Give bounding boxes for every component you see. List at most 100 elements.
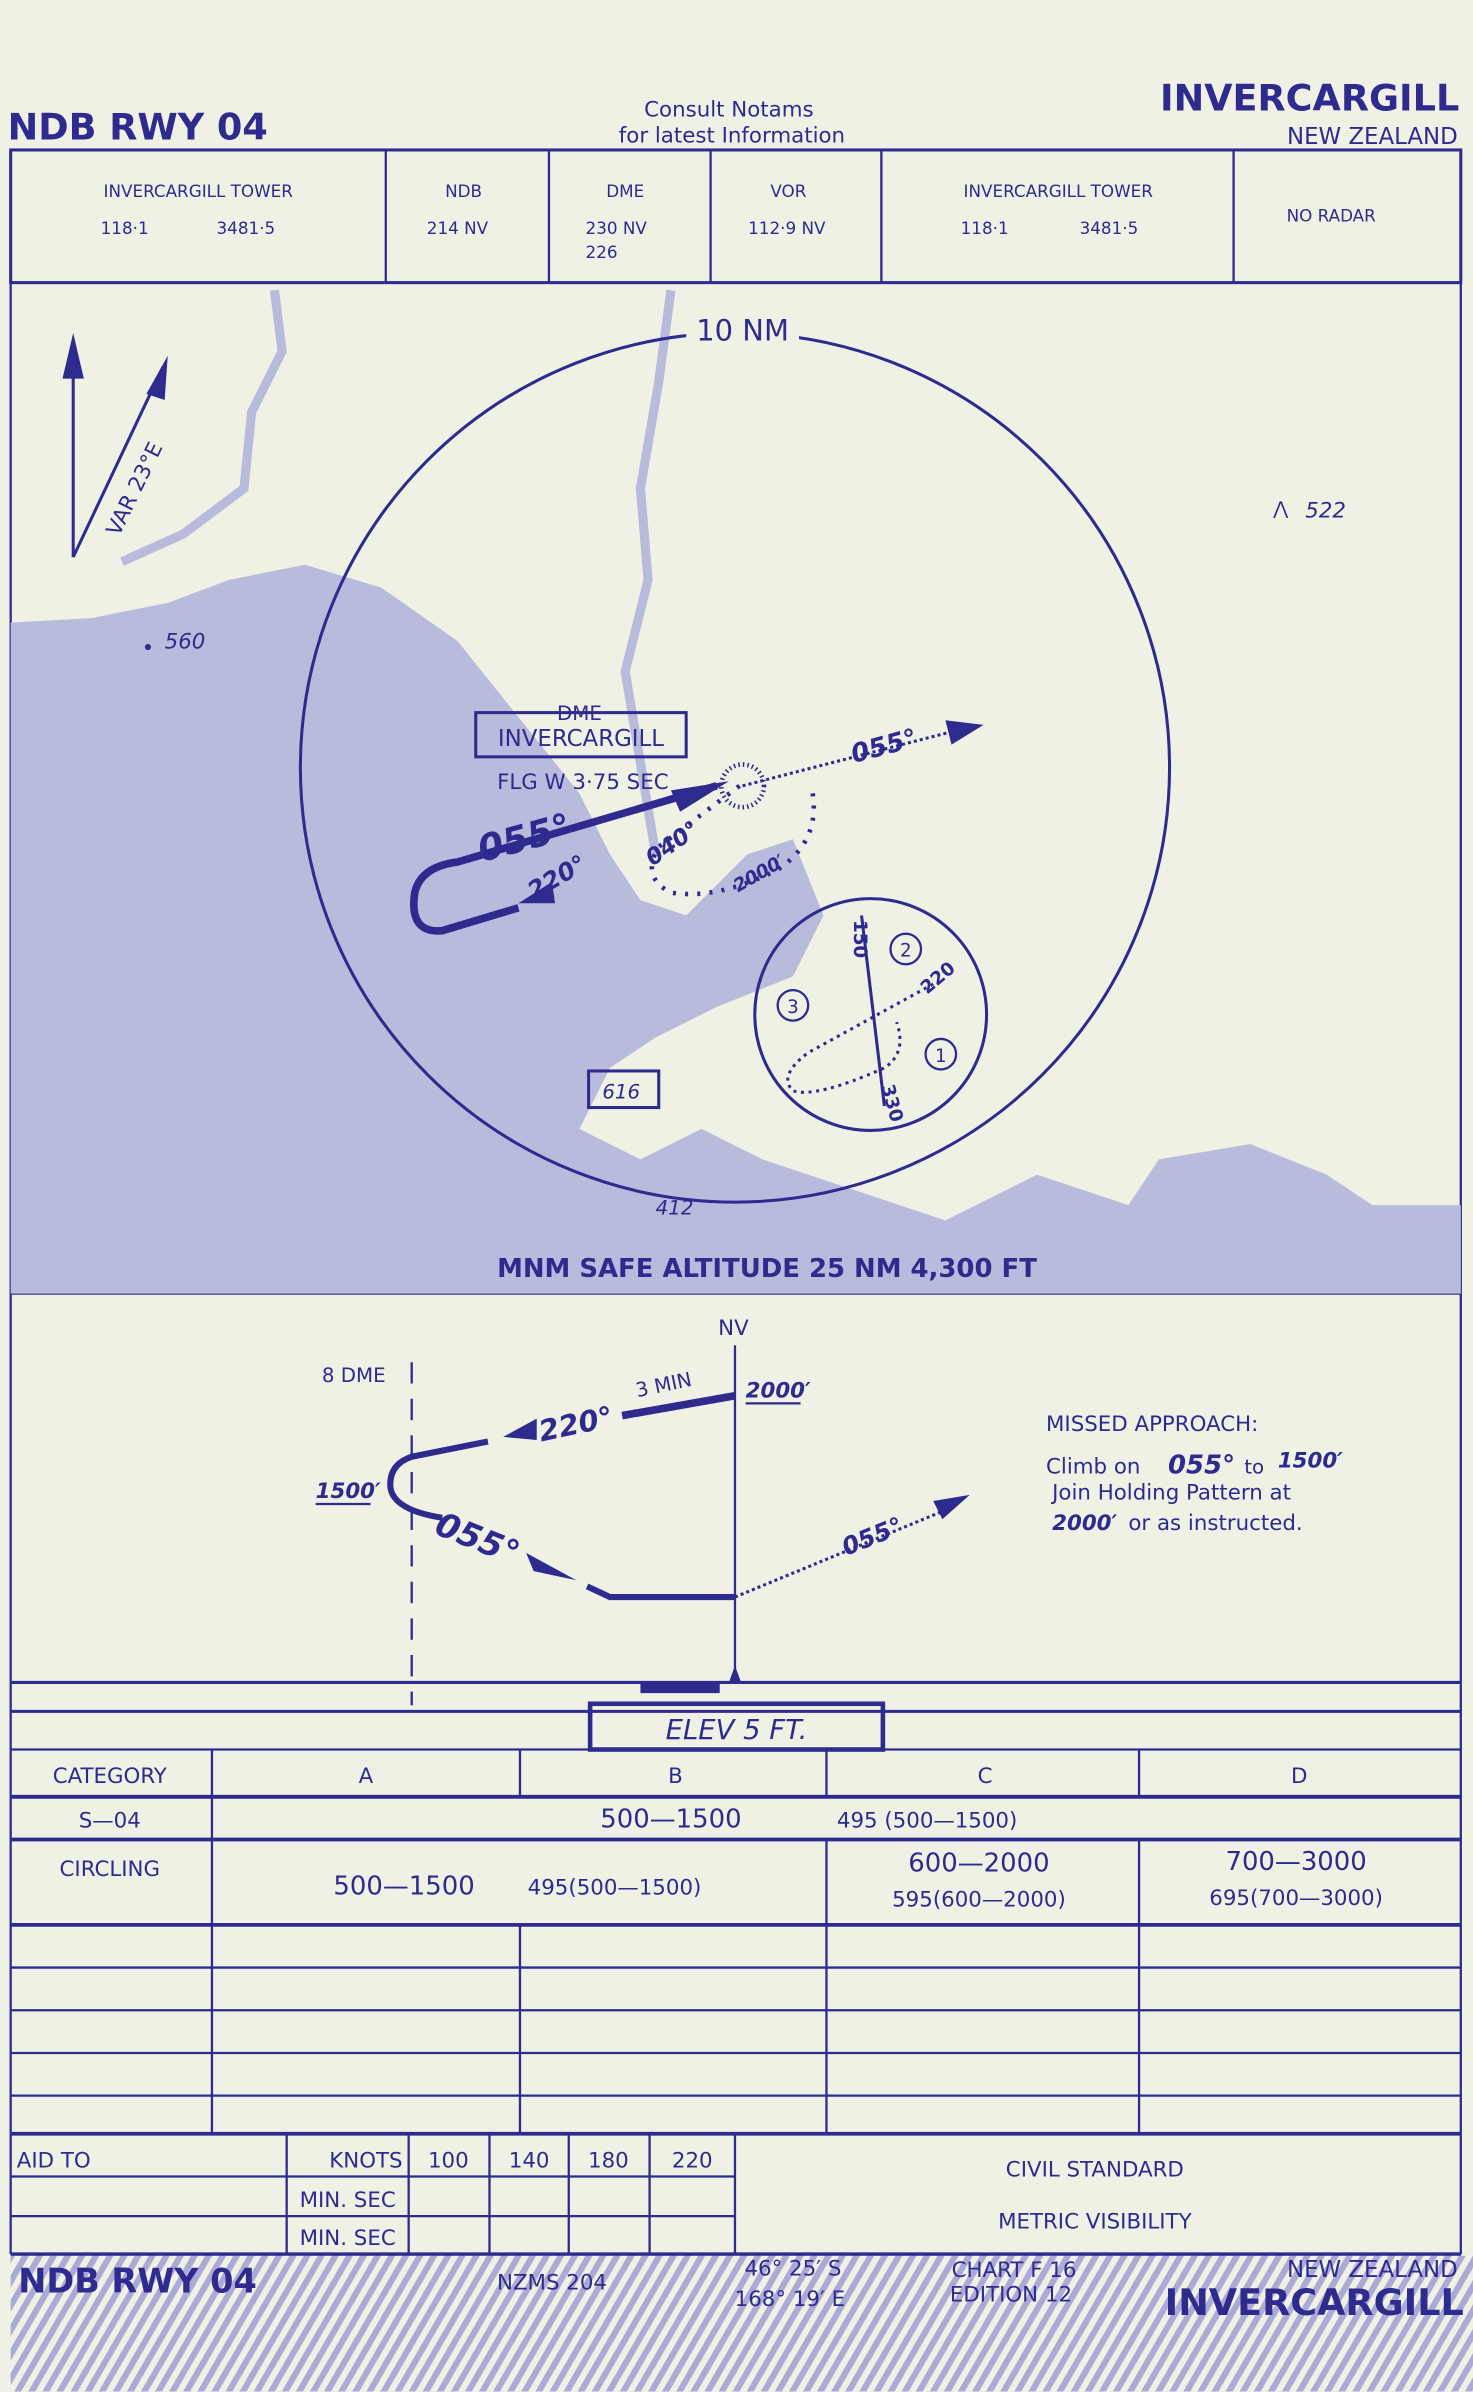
profile-dme-fix: 8 DME: [322, 1364, 386, 1387]
profile-outbound: 220°: [536, 1400, 616, 1449]
footer-procedure: NDB RWY 04: [18, 2261, 257, 2300]
river: [120, 289, 287, 566]
comm-vor-freq: 112·9 NV: [748, 218, 826, 238]
comm-tower2-freq: 118·1: [961, 218, 1009, 238]
missed-text-1d: 1500′: [1278, 1448, 1343, 1473]
spot-elevation-560: 560: [165, 630, 206, 655]
min-sec-label-2: MIN. SEC: [300, 2226, 396, 2251]
profile-inbound: 055°: [430, 1504, 525, 1573]
speed-140: 140: [509, 2148, 550, 2173]
header-category: CATEGORY: [53, 1764, 168, 1789]
profile-alt-1500: 1500′: [316, 1479, 381, 1504]
circling-c: 600—2000: [908, 1849, 1049, 1879]
sector-3: 3: [787, 997, 799, 1018]
profile-alt-2000: 2000′: [746, 1378, 811, 1403]
spot-elevation-616: 616: [602, 1080, 640, 1103]
missed-text-3b: or as instructed.: [1128, 1511, 1302, 1536]
comm-ndb-freq: 214 NV: [427, 218, 489, 238]
footer-country: NEW ZEALAND: [1287, 2257, 1458, 2283]
entry-220: 220: [917, 958, 960, 999]
country-title: NEW ZEALAND: [1287, 124, 1458, 150]
comms-box: INVERCARGILL TOWER 118·1 3481·5 NDB 214 …: [9, 148, 1463, 285]
footer: NDB RWY 04 NZMS 204 46° 25′ S 168° 19′ E…: [10, 2255, 1473, 2392]
msa-label: MNM SAFE ALTITUDE 25 NM 4,300 FT: [497, 1254, 1037, 1284]
dme-name: INVERCARGILL: [498, 726, 664, 752]
missed-text-2: Join Holding Pattern at: [1050, 1480, 1291, 1505]
procedure-title: NDB RWY 04: [8, 105, 268, 148]
peak-icon: ⋀: [1272, 498, 1289, 519]
elevation-label: ELEV 5 FT.: [666, 1715, 808, 1746]
procedure-track: [410, 782, 718, 935]
comm-tower-freq: 118·1: [101, 218, 149, 238]
missed-text-1c: to: [1244, 1456, 1264, 1479]
profile-view: NV 8 DME 3 MIN 2000′ 1500′ 220° 055° 055…: [9, 1293, 1462, 1706]
circling-c-alt: 595(600—2000): [892, 1888, 1066, 1913]
comm-dme-chan: 230 NV: [586, 218, 648, 238]
shaded-terrain: [10, 564, 1461, 1294]
circling-ab: 500—1500: [333, 1871, 474, 1901]
spot-elevation-412: 412: [656, 1196, 694, 1219]
holding-pattern: [649, 783, 817, 897]
variation-label: VAR 23°E: [102, 438, 169, 539]
dme-label: DME: [557, 702, 602, 725]
circling-label: CIRCLING: [60, 1857, 160, 1882]
header-b: B: [668, 1764, 683, 1789]
circling-d: 700—3000: [1225, 1847, 1366, 1877]
comm-dme-title: DME: [606, 181, 644, 201]
comm-dme-chan2: 226: [586, 242, 618, 262]
aid-to-label: AID TO: [17, 2148, 91, 2173]
sector-1: 1: [935, 1046, 947, 1067]
notice-line2: for latest Information: [619, 123, 845, 148]
footer-map-ref: NZMS 204: [497, 2270, 607, 2295]
footer-edition: EDITION 12: [950, 2283, 1072, 2308]
footer-latitude: 46° 25′ S: [744, 2257, 841, 2282]
entry-sector-diagram: [753, 897, 989, 1132]
spot-elevation-522: 522: [1305, 498, 1346, 523]
footer-chart-id: CHART F 16: [952, 2258, 1077, 2283]
header-c: C: [978, 1764, 993, 1789]
speed-180: 180: [588, 2148, 629, 2173]
missed-text-1a: Climb on: [1046, 1455, 1140, 1480]
knots-label: KNOTS: [329, 2148, 402, 2173]
circling-d-alt: 695(700—3000): [1209, 1886, 1383, 1911]
missed-text-3a: 2000′: [1052, 1511, 1117, 1536]
missed-approach-title: MISSED APPROACH:: [1046, 1412, 1258, 1437]
airport-title: INVERCARGILL: [1160, 76, 1459, 119]
entry-330: 330: [877, 1082, 907, 1124]
header-d: D: [1291, 1764, 1307, 1789]
missed-track: [742, 727, 962, 788]
runway-icon: [640, 1682, 720, 1694]
ndb-icon: [718, 762, 767, 810]
river2: [620, 289, 676, 856]
footer-airport: INVERCARGILL: [1165, 2281, 1464, 2324]
footer-longitude: 168° 19′ E: [735, 2287, 845, 2312]
s04-label: S—04: [79, 1808, 141, 1833]
missed-course: 055°: [848, 723, 921, 769]
missed-text-1b: 055°: [1168, 1451, 1235, 1481]
comm-ndb-title: NDB: [445, 181, 482, 201]
comm-radar: NO RADAR: [1287, 206, 1377, 226]
metric-visibility-note: METRIC VISIBILITY: [998, 2209, 1193, 2234]
comm-tower2-freq2: 3481·5: [1080, 218, 1139, 238]
speed-220: 220: [672, 2148, 713, 2173]
sector-2: 2: [900, 941, 912, 962]
civil-standard-note: CIVIL STANDARD: [1006, 2157, 1184, 2182]
header-a: A: [359, 1764, 374, 1789]
profile-time: 3 MIN: [634, 1368, 694, 1402]
s04-value: 500—1500: [600, 1804, 741, 1834]
plan-view: VAR 23°E 560 ⋀ 522 616 412 10 NM DME INV…: [9, 281, 1462, 1295]
timing-table: AID TO KNOTS 100 140 180 220 MIN. SEC MI…: [9, 2133, 1462, 2257]
comm-tower-freq2: 3481·5: [217, 218, 276, 238]
notice-line1: Consult Notams: [644, 97, 813, 122]
profile-fix: NV: [718, 1316, 749, 1341]
minima-table: ELEV 5 FT. CATEGORY A B C D S—04 500—150…: [9, 1682, 1462, 2136]
ring-label: 10 NM: [696, 314, 789, 348]
north-arrow-icon: [62, 332, 168, 558]
entry-150: 150: [849, 920, 870, 958]
circling-ab-alt: 495(500—1500): [528, 1875, 702, 1900]
comm-tower2-title: INVERCARGILL TOWER: [964, 181, 1154, 201]
min-sec-label-1: MIN. SEC: [300, 2188, 396, 2213]
flasher-label: FLG W 3·75 SEC: [497, 770, 669, 795]
speed-100: 100: [428, 2148, 469, 2173]
